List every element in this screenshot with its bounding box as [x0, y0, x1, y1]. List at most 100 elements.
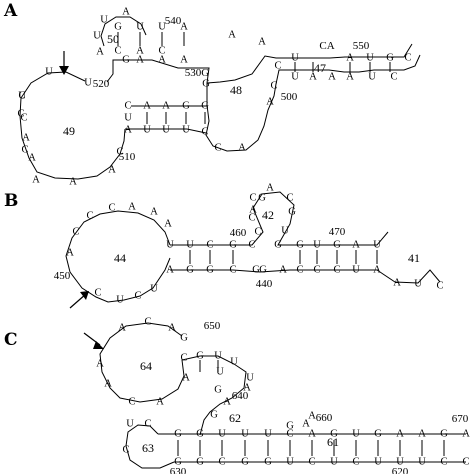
- backbone-c-loop64: [99, 322, 247, 436]
- nt: U: [116, 295, 124, 306]
- position-label: 520: [93, 78, 110, 90]
- position-label: 640: [232, 390, 249, 402]
- nt: U: [368, 72, 376, 83]
- nt: A: [180, 55, 188, 66]
- nt: C: [308, 457, 315, 468]
- nt: A: [32, 175, 40, 186]
- nt: U: [374, 457, 382, 468]
- backbone-b-stem-lower: [170, 269, 441, 284]
- nt: G: [374, 429, 382, 440]
- nt: A: [22, 133, 30, 144]
- nt: U: [418, 457, 426, 468]
- position-label: 630: [170, 466, 187, 474]
- nt: C: [248, 240, 255, 251]
- nt: U: [313, 240, 321, 251]
- nt: G: [258, 193, 266, 204]
- position-label: 500: [281, 91, 298, 103]
- nt: C: [270, 81, 277, 92]
- backbone-a-47: [206, 43, 413, 84]
- arrow-a: [59, 51, 69, 75]
- nt: A: [150, 207, 158, 218]
- backbone-a-loop50: [100, 16, 147, 47]
- backbone-a-stem-lower2: [125, 128, 207, 134]
- nt: U: [366, 53, 374, 64]
- nt: U: [291, 53, 299, 64]
- nt: A: [122, 7, 130, 18]
- nt: C: [254, 227, 261, 238]
- nt: A: [168, 323, 176, 334]
- position-label: 510: [119, 151, 136, 163]
- nt: G: [274, 240, 282, 251]
- ca-label: CA: [319, 40, 334, 52]
- nt: G: [196, 351, 204, 362]
- nt: G: [288, 207, 296, 218]
- basepairs-a: [117, 32, 391, 124]
- nt: C: [180, 353, 187, 364]
- nt: A: [228, 30, 236, 41]
- nt: C: [21, 145, 28, 156]
- nt: G: [180, 333, 188, 344]
- nt: G: [174, 429, 182, 440]
- nt: A: [328, 72, 336, 83]
- nt: C: [122, 445, 129, 456]
- nt: G: [296, 240, 304, 251]
- nt: A: [238, 143, 246, 154]
- nt: A: [180, 22, 188, 33]
- nt: G: [259, 265, 267, 276]
- nt: A: [182, 373, 190, 384]
- nt: A: [96, 47, 104, 58]
- nt: C: [86, 211, 93, 222]
- nt: A: [66, 248, 74, 259]
- nt: U: [373, 240, 381, 251]
- nt: U: [126, 419, 134, 430]
- loop-number-50: 50: [107, 32, 119, 46]
- nt: C: [144, 419, 151, 430]
- nt: A: [164, 219, 172, 230]
- nt: C: [313, 265, 320, 276]
- nt: U: [150, 284, 158, 295]
- nt: G: [196, 429, 204, 440]
- nt: C: [114, 46, 121, 57]
- nt: C: [286, 193, 293, 204]
- nt: G: [202, 79, 210, 90]
- nt: U: [286, 457, 294, 468]
- backbone-b-stem: [170, 191, 389, 246]
- nt: C: [108, 203, 115, 214]
- position-label: 670: [452, 413, 469, 425]
- panel-label-b: B: [4, 191, 18, 211]
- nt: U: [414, 279, 422, 290]
- nt: G: [174, 457, 182, 468]
- nt: U: [186, 240, 194, 251]
- nt: U: [230, 357, 238, 368]
- nt: C: [404, 53, 411, 64]
- nt: G: [333, 240, 341, 251]
- nt: G: [186, 265, 194, 276]
- nt: U: [18, 91, 26, 102]
- nt: U: [246, 373, 254, 384]
- nt: U: [330, 457, 338, 468]
- nt: C: [440, 457, 447, 468]
- nt: G: [229, 240, 237, 251]
- nt: A: [223, 397, 231, 408]
- nt: U: [216, 367, 224, 378]
- nt: U: [162, 125, 170, 136]
- nt: C: [214, 143, 221, 154]
- nt: C: [248, 213, 255, 224]
- nt: A: [96, 359, 104, 370]
- nt: C: [274, 61, 281, 72]
- basepairs-c: [177, 360, 445, 456]
- nt: A: [266, 183, 274, 194]
- nt: C: [229, 265, 236, 276]
- position-label: 650: [204, 320, 221, 332]
- nt: A: [243, 383, 251, 394]
- nt: G: [386, 53, 394, 64]
- nt: A: [279, 265, 287, 276]
- loop-number-42: 42: [262, 208, 274, 222]
- nt: C: [352, 457, 359, 468]
- nt: C: [158, 46, 165, 57]
- nt: G: [264, 457, 272, 468]
- backbone-c-loop63: [125, 424, 175, 469]
- nt: A: [124, 125, 132, 136]
- nt: G: [114, 22, 122, 33]
